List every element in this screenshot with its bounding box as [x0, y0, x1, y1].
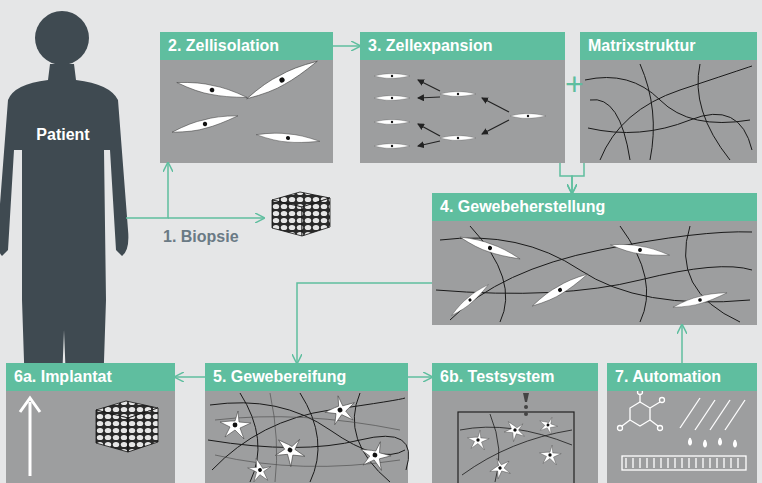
expanding-cells	[374, 74, 546, 149]
biopsy-line	[168, 217, 264, 219]
step-panel: 3. Zellexpansion	[360, 32, 565, 163]
step-panel: 5. Gewebereifung	[205, 363, 408, 483]
process-arrow	[681, 325, 683, 363]
process-arrow	[572, 163, 584, 193]
process-arrow	[297, 283, 432, 363]
patient-label: Patient	[0, 126, 126, 144]
panel-header: 4. Gewebeherstellung	[432, 193, 757, 221]
step-panel: 2. Zellisolation	[160, 32, 333, 163]
panel-header: Matrixstruktur	[580, 32, 757, 60]
step-title: 4. Gewebeherstellung	[440, 198, 605, 216]
step-panel: 7. Automation	[607, 363, 757, 483]
tissue-cube	[272, 192, 330, 236]
step-panel: 6a. Implantat	[6, 363, 175, 483]
step-title: 2. Zellisolation	[168, 37, 279, 55]
panel-header: 3. Zellexpansion	[360, 32, 565, 60]
step-title: 6b. Testsystem	[440, 368, 554, 386]
matrix-fibers	[585, 64, 752, 160]
mature-tissue	[208, 391, 409, 483]
process-arrow	[175, 376, 205, 378]
plus-sign: +	[565, 66, 584, 103]
test-system	[458, 393, 574, 483]
panel-header: 6a. Implantat	[6, 363, 175, 391]
step-title: 3. Zellexpansion	[368, 37, 492, 55]
process-arrow	[126, 163, 168, 218]
step-panel: Matrixstruktur	[580, 32, 757, 163]
step-panel: 6b. Testsystem	[432, 363, 598, 483]
panel-header: 6b. Testsystem	[432, 363, 598, 391]
patient-figure: Patient	[0, 0, 126, 483]
panel-header: 5. Gewebereifung	[205, 363, 408, 391]
seeded-matrix	[436, 226, 752, 322]
process-arrow	[408, 376, 432, 378]
panel-header: 2. Zellisolation	[160, 32, 333, 60]
step-title: 5. Gewebereifung	[213, 368, 346, 386]
implant	[20, 398, 158, 476]
automation-icons	[618, 390, 747, 471]
step-title: 7. Automation	[615, 368, 721, 386]
edge-label: 1. Biopsie	[163, 228, 239, 246]
step-title: 6a. Implantat	[14, 368, 112, 386]
process-arrow	[333, 45, 360, 47]
panel-header: 7. Automation	[607, 363, 757, 391]
process-arrow	[560, 163, 572, 193]
panel-bodies	[6, 60, 757, 483]
step-panel: 4. Gewebeherstellung	[432, 193, 757, 325]
isolated-cells	[171, 57, 320, 146]
step-title: Matrixstruktur	[588, 37, 696, 55]
